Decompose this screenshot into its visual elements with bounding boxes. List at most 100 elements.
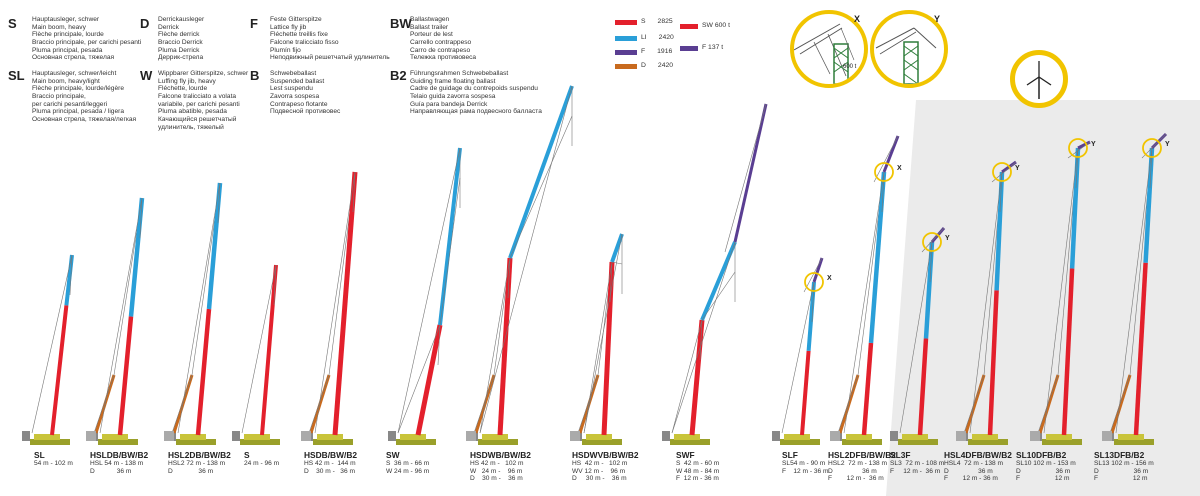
legend-line: Telaio guida zavorra sospesa — [410, 93, 496, 101]
config-spec: S 36 m - 66 m — [386, 460, 430, 467]
main-boom-light — [806, 281, 816, 352]
swatch-label-key: F — [641, 48, 646, 55]
config-spec: D 30 m - 36 m — [304, 467, 355, 475]
derrick-mast — [309, 374, 331, 434]
hoist-rope — [273, 264, 277, 306]
swatch-0 — [615, 20, 637, 25]
hoist-rope — [881, 171, 885, 213]
legend-line: Suspended ballast — [270, 77, 325, 85]
main-boom-heavy — [1061, 268, 1075, 436]
crawler-base — [98, 439, 138, 445]
crawler-base — [240, 439, 280, 445]
main-boom-heavy — [917, 338, 929, 436]
swatch-label-key: S — [641, 18, 646, 25]
legend-line: Main boom, heavy/light — [32, 77, 100, 85]
luffing-jib — [700, 241, 737, 321]
jib-stay — [479, 85, 573, 434]
config-spec: F 12 m - 36 m — [944, 475, 998, 483]
swatch-value: 2420 — [657, 62, 674, 69]
crawler-base — [396, 439, 436, 445]
main-boom-heavy — [1133, 262, 1148, 436]
wind-turbine-icon — [1026, 61, 1052, 99]
wind-turbine-badge — [1010, 50, 1068, 108]
config-spec: SL13 102 m - 156 m — [1094, 460, 1154, 467]
luffing-rope — [969, 171, 1003, 434]
config-spec: HSL4 72 m - 138 m — [944, 460, 1004, 467]
legend-line: Zavorra sospesa — [270, 93, 320, 101]
suspended-ballast — [1030, 431, 1040, 441]
legend-line: Основная стрела, тяжелая/легкая — [32, 116, 137, 124]
detail-x-letter: X — [854, 14, 861, 24]
detail-marker-label: Y — [1015, 165, 1020, 172]
main-boom-heavy — [861, 342, 874, 436]
superstructure — [244, 434, 270, 440]
crawler-base — [898, 439, 938, 445]
main-boom-heavy — [260, 264, 278, 436]
legend-line: Lattice fly jib — [270, 23, 307, 31]
luffing-rope — [1115, 147, 1153, 434]
main-boom-heavy — [987, 290, 999, 436]
hoist-rope — [437, 324, 441, 366]
config-spec: S 42 m - 60 m — [676, 460, 720, 467]
counterweight — [890, 431, 898, 441]
superstructure — [34, 434, 60, 440]
hoist-rope — [139, 197, 143, 239]
luffing-rope — [671, 319, 703, 434]
legend-line: Falcone tralicciato a volata — [158, 93, 237, 101]
config-name: S — [244, 450, 250, 460]
crawler-base — [313, 439, 353, 445]
legend-line: Pluma abatible, pesada — [158, 108, 227, 116]
config-name: SL13DFB/B2 — [1094, 450, 1145, 460]
derrick-mast — [838, 374, 860, 434]
legend-line: Braccio Derrick — [158, 39, 203, 47]
legend-key-4: F — [250, 16, 258, 31]
detail-marker-circle — [922, 232, 942, 252]
main-boom-light — [64, 254, 74, 306]
derrick-mast — [1110, 374, 1132, 434]
legend-line: Тележка противовеса — [410, 54, 477, 62]
legend-line: Fléchette, lourde — [158, 85, 208, 93]
config-name: HSLDB/BW/B2 — [90, 450, 149, 460]
luffing-rope — [31, 254, 73, 434]
detail-y-letter: Y — [934, 14, 941, 24]
swatch-value: 2420 — [658, 34, 674, 41]
legend-line: Pluma principal, pesada / ligera — [32, 108, 124, 116]
counterweight — [662, 431, 670, 441]
luffing-rope — [99, 197, 143, 434]
legend-line: Porteur de lest — [410, 31, 453, 39]
hoist-rope — [1149, 147, 1153, 189]
hoist-rope — [929, 241, 933, 283]
legend-line: Führungsrahmen Schwebeballast — [410, 70, 509, 77]
main-boom-heavy — [50, 305, 69, 436]
crawler-base — [176, 439, 216, 445]
config-spec: D 36 m — [828, 467, 877, 475]
detail-x-circle — [790, 10, 868, 88]
detail-marker-circle — [804, 272, 824, 292]
detail-y-illustration — [875, 27, 937, 84]
luffing-rope — [479, 257, 511, 434]
fly-jib — [733, 103, 768, 243]
superstructure — [1046, 434, 1072, 440]
legend-key-5: B — [250, 68, 260, 83]
hoist-rope — [217, 182, 221, 224]
derrick-mast — [1038, 374, 1060, 434]
back-rope — [473, 374, 495, 434]
config-name: HSL4DFB/BW/B2 — [944, 450, 1012, 460]
suspended-ballast — [301, 431, 311, 441]
back-rope — [93, 374, 115, 434]
highlight-panel — [886, 100, 1200, 496]
legend-line: удлинитель, тяжелый — [158, 123, 224, 131]
config-spec: 54 m - 102 m — [34, 460, 73, 467]
swatch-label: F 137 t — [702, 44, 723, 51]
main-boom-heavy — [800, 350, 811, 436]
suspended-ballast — [956, 431, 966, 441]
